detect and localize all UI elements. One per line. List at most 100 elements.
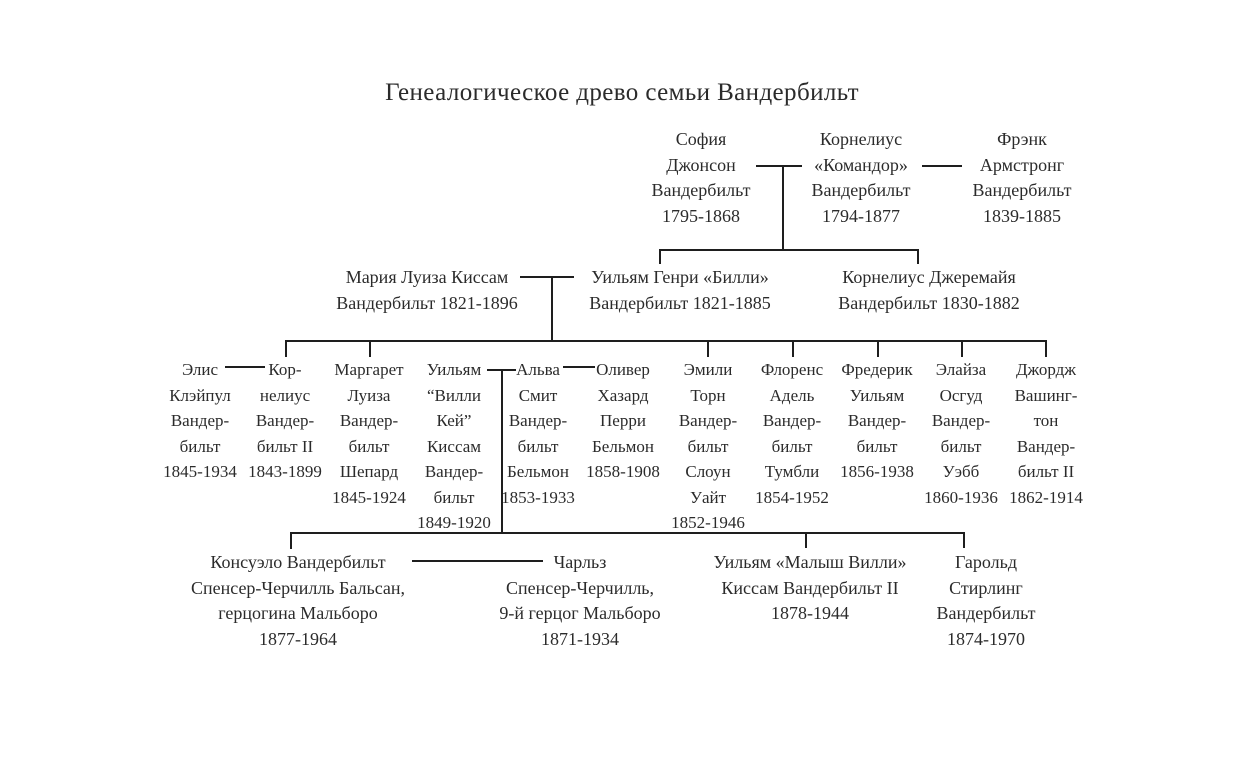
text-line: 1794-1877 <box>822 205 900 226</box>
text-line: Оливер <box>596 360 650 379</box>
sibling-bar-gen4 <box>290 532 965 534</box>
text-line: 1853-1933 <box>501 487 575 507</box>
sibling-bar-gen2 <box>659 249 919 251</box>
text-line: бильт II <box>1017 462 1075 481</box>
text-line: 1871-1934 <box>541 628 619 649</box>
text-line: Фрэнк <box>997 129 1047 149</box>
person-oliver-hazard-perry-belmont: Оливер Хазард Перри Бельмон 1858-1908 <box>581 357 665 485</box>
descent-line-gen3 <box>501 369 503 534</box>
text-line: Вандер- <box>508 411 568 430</box>
text-line: Тумбли <box>764 462 820 481</box>
child-tick-consuelo <box>290 532 292 549</box>
text-line: 1795-1868 <box>662 205 740 226</box>
text-line: Маргарет <box>334 360 404 379</box>
text-line: Флоренс <box>760 360 824 379</box>
text-line: Стирлинг <box>949 577 1023 598</box>
text-line: Уильям <box>426 360 482 379</box>
text-line: Корнелиус Джеремайя <box>842 267 1016 287</box>
text-line: Вандер- <box>1016 436 1076 456</box>
text-line: 1878-1944 <box>771 603 849 623</box>
person-william-henry-billy: Уильям Генри «Билли» Вандербильт 1821-18… <box>560 265 800 316</box>
text-line: Уэбб <box>942 462 980 481</box>
text-line: Вандер- <box>762 411 822 430</box>
person-cornelius-vanderbilt-ii: Кор- нелиус Вандер- бильт II 1843-1899 <box>243 357 327 485</box>
text-line: Мария Луиза Киссам <box>345 267 509 287</box>
person-frank-armstrong-vanderbilt: Фрэнк Армстронг Вандербильт 1839-1885 <box>947 127 1097 229</box>
child-tick-eliza <box>961 340 963 357</box>
text-line: 1845-1934 <box>163 462 237 481</box>
text-line: Корнелиус <box>819 129 903 149</box>
person-consuelo-vanderbilt: Консуэло Вандербильт Спенсер-Черчилль Ба… <box>158 550 438 652</box>
person-william-kissam-willie-k: Уильям “Вилли Кей” Киссам Вандер- бильт … <box>412 357 496 536</box>
text-line: Перри <box>600 411 646 430</box>
text-line: Эмили <box>683 360 733 379</box>
text-line: Вандербильт 1830-1882 <box>838 292 1020 313</box>
text-line: 1839-1885 <box>983 205 1061 226</box>
sibling-bar-gen3 <box>285 340 1047 342</box>
person-alva-smith-belmont: Альва Смит Вандер- бильт Бельмон 1853-19… <box>496 357 580 510</box>
text-line: бильт <box>940 436 982 456</box>
text-line: Бельмон <box>592 436 654 456</box>
text-line: Вандербильт <box>651 180 751 200</box>
text-line: 1858-1908 <box>586 462 660 481</box>
text-line: Уильям <box>849 385 905 405</box>
text-line: 1862-1914 <box>1009 487 1083 507</box>
text-line: Вашинг- <box>1014 385 1078 405</box>
text-line: «Командор» <box>814 154 908 175</box>
marriage-line-sofia-commodore <box>756 165 802 167</box>
person-alice-claypoole: Элис Клэйпул Вандер- бильт 1845-1934 <box>158 357 242 485</box>
text-line: Вандербильт <box>972 180 1072 200</box>
person-maria-louisa-kissam: Мария Луиза Киссам Вандербильт 1821-1896 <box>317 265 537 316</box>
text-line: Киссам Вандербильт II <box>721 577 899 598</box>
text-line: бильт <box>517 436 559 456</box>
child-tick-emily <box>707 340 709 357</box>
person-charles-spencer-churchill: Чарльз Спенсер-Черчилль, 9-й герцог Маль… <box>465 550 695 652</box>
text-line: Вандер- <box>339 411 399 430</box>
text-line: бильт <box>771 436 813 456</box>
page-title: Генеалогическое древо семьи Вандербильт <box>385 79 859 106</box>
text-line: Вандербильт 1821-1896 <box>336 292 518 313</box>
person-cornelius-commodore-vanderbilt: Корнелиус «Командор» Вандербильт 1794-18… <box>786 127 936 229</box>
text-line: нелиус <box>259 385 311 405</box>
text-line: 1877-1964 <box>259 628 337 649</box>
person-sofia-johnson-vanderbilt: София Джонсон Вандербильт 1795-1868 <box>626 127 776 229</box>
text-line: Уайт <box>689 487 727 507</box>
text-line: Альва <box>516 360 560 379</box>
person-margaret-louisa: Маргарет Луиза Вандер- бильт Шепард 1845… <box>327 357 411 510</box>
text-line: Клэйпул <box>169 385 231 405</box>
marriage-line-alice-cornelius2 <box>225 366 265 368</box>
text-line: “Вилли <box>426 385 482 405</box>
text-line: 1856-1938 <box>840 462 914 481</box>
text-line: Уильям «Малыш Вилли» <box>713 552 907 572</box>
text-line: Шепард <box>339 462 399 481</box>
child-tick-cornelius-jeremiah <box>917 249 919 264</box>
text-line: Спенсер-Черчилль, <box>505 577 655 598</box>
text-line: Смит <box>518 385 558 405</box>
text-line: Вандербильт <box>936 603 1036 623</box>
person-cornelius-jeremiah: Корнелиус Джеремайя Вандербильт 1830-188… <box>809 265 1049 316</box>
person-frederick-william: Фредерик Уильям Вандер- бильт 1856-1938 <box>835 357 919 485</box>
person-william-kissam-vanderbilt-ii: Уильям «Малыш Вилли» Киссам Вандербильт … <box>690 550 930 627</box>
child-tick-margaret <box>369 340 371 357</box>
text-line: бильт <box>179 436 221 456</box>
text-line: Джордж <box>1015 360 1077 379</box>
text-line: бильт <box>348 436 390 456</box>
descent-line-gen1 <box>782 165 784 251</box>
descent-line-gen2 <box>551 276 553 342</box>
text-line: Фредерик <box>841 360 913 379</box>
text-line: Чарльз <box>553 552 607 572</box>
text-line: Вандербильт 1821-1885 <box>589 292 771 313</box>
text-line: Вандер- <box>255 411 315 430</box>
text-line: Торн <box>690 385 726 405</box>
marriage-line-maria-william-henry <box>520 276 574 278</box>
person-eliza-osgood-webb: Элайза Осгуд Вандер- бильт Уэбб 1860-193… <box>919 357 1003 510</box>
text-line: бильт II <box>256 436 314 456</box>
text-line: тон <box>1033 411 1059 430</box>
text-line: 1849-1920 <box>417 513 491 532</box>
text-line: Слоун <box>685 462 731 481</box>
text-line: Вандербильт <box>811 180 911 200</box>
text-line: бильт <box>687 436 729 456</box>
text-line: Армстронг <box>979 154 1065 175</box>
text-line: герцогина Мальборо <box>218 603 378 623</box>
